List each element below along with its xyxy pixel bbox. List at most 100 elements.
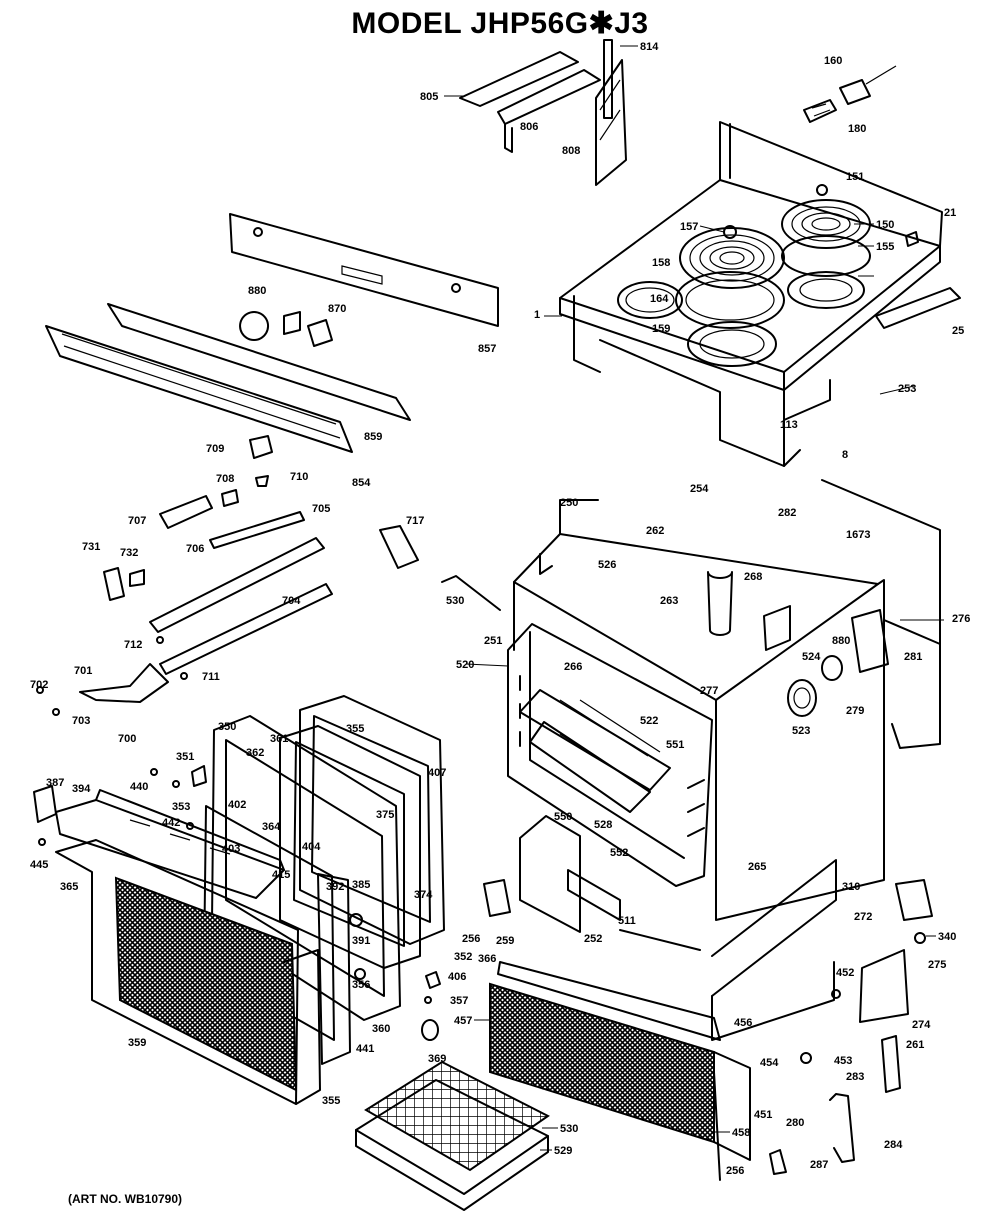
bracket-717 [379,525,419,569]
label-522: 522 [640,715,658,727]
label-528a: 528 [594,819,612,831]
label-279: 279 [846,705,864,717]
label-806: 806 [520,121,538,133]
label-113: 113 [780,419,798,431]
label-454: 454 [760,1057,779,1069]
label-520: 520 [456,659,474,671]
label-275: 275 [928,959,946,971]
label-160: 160 [824,55,842,67]
label-442: 442 [162,817,180,829]
oven-liner [507,623,713,887]
cooktop [559,121,961,467]
label-859: 859 [364,431,382,443]
label-25: 25 [952,325,964,337]
label-157: 157 [680,221,698,233]
label-551: 551 [666,739,684,751]
oven-door-assembly [33,695,445,1105]
label-445: 445 [30,859,48,871]
label-854: 854 [352,477,371,489]
label-415: 415 [272,869,290,881]
part-labels: 805 806 808 814 160 180 151 21 157 150 1… [30,41,970,1177]
label-710: 710 [290,471,308,483]
label-706: 706 [186,543,204,555]
label-385: 385 [352,879,370,891]
label-552: 552 [610,847,628,859]
label-731: 731 [82,541,100,553]
label-164: 164 [650,293,669,305]
door-latch-parts [36,435,333,716]
label-712: 712 [124,639,142,651]
label-452: 452 [836,967,854,979]
label-524: 524 [802,651,821,663]
label-451: 451 [754,1109,772,1121]
label-530: 530 [446,595,464,607]
label-530b: 530 [560,1123,578,1135]
terminal-parts [803,65,897,123]
label-1673: 1673 [846,529,870,541]
label-364: 364 [262,821,281,833]
label-180: 180 [848,123,866,135]
wire-530 [441,575,501,611]
label-406: 406 [448,971,466,983]
label-700: 700 [118,733,136,745]
label-310: 310 [842,881,860,893]
label-361: 361 [270,733,288,745]
label-252: 252 [584,933,602,945]
label-708: 708 [216,473,234,485]
diagram-title: MODEL JHP56G✱J3 [351,7,649,40]
label-808: 808 [562,145,580,157]
label-375: 375 [376,809,394,821]
label-709: 709 [206,443,224,455]
label-254: 254 [690,483,709,495]
label-261: 261 [906,1039,924,1051]
broiler-pan [355,1060,550,1211]
label-360: 360 [372,1023,390,1035]
label-870: 870 [328,303,346,315]
label-453: 453 [834,1055,852,1067]
label-702: 702 [30,679,48,691]
label-374: 374 [414,889,433,901]
lower-frame [483,815,933,1175]
label-284: 284 [884,1139,903,1151]
label-717: 717 [406,515,424,527]
label-287: 287 [810,1159,828,1171]
label-523: 523 [792,725,810,737]
label-880b: 880 [832,635,850,647]
label-707: 707 [128,515,146,527]
label-857: 857 [478,343,496,355]
label-550: 550 [554,811,572,823]
label-529: 529 [554,1145,572,1157]
label-402: 402 [228,799,246,811]
label-355b: 355 [322,1095,340,1107]
label-256: 256 [462,933,480,945]
art-number: (ART NO. WB10790) [68,1192,183,1206]
label-259: 259 [496,935,514,947]
label-265: 265 [748,861,766,873]
label-404: 404 [302,841,321,853]
label-387: 387 [46,777,64,789]
label-253: 253 [898,383,916,395]
label-351: 351 [176,751,194,763]
label-159: 159 [652,323,670,335]
label-355: 355 [346,723,364,735]
label-526: 526 [598,559,616,571]
label-441: 441 [356,1043,374,1055]
label-456: 456 [734,1017,752,1029]
label-151: 151 [846,171,864,183]
label-150: 150 [876,219,894,231]
label-359: 359 [128,1037,146,1049]
label-277: 277 [700,685,718,697]
label-701: 701 [74,665,92,677]
label-814: 814 [640,41,659,53]
label-458: 458 [732,1127,750,1139]
label-440: 440 [130,781,148,793]
label-283: 283 [846,1071,864,1083]
label-880: 880 [248,285,266,297]
oven-body [513,479,941,921]
label-280: 280 [786,1117,804,1129]
label-8: 8 [842,449,848,461]
label-705: 705 [312,503,330,515]
label-392: 392 [326,881,344,893]
label-732: 732 [120,547,138,559]
top-brackets [459,39,627,186]
